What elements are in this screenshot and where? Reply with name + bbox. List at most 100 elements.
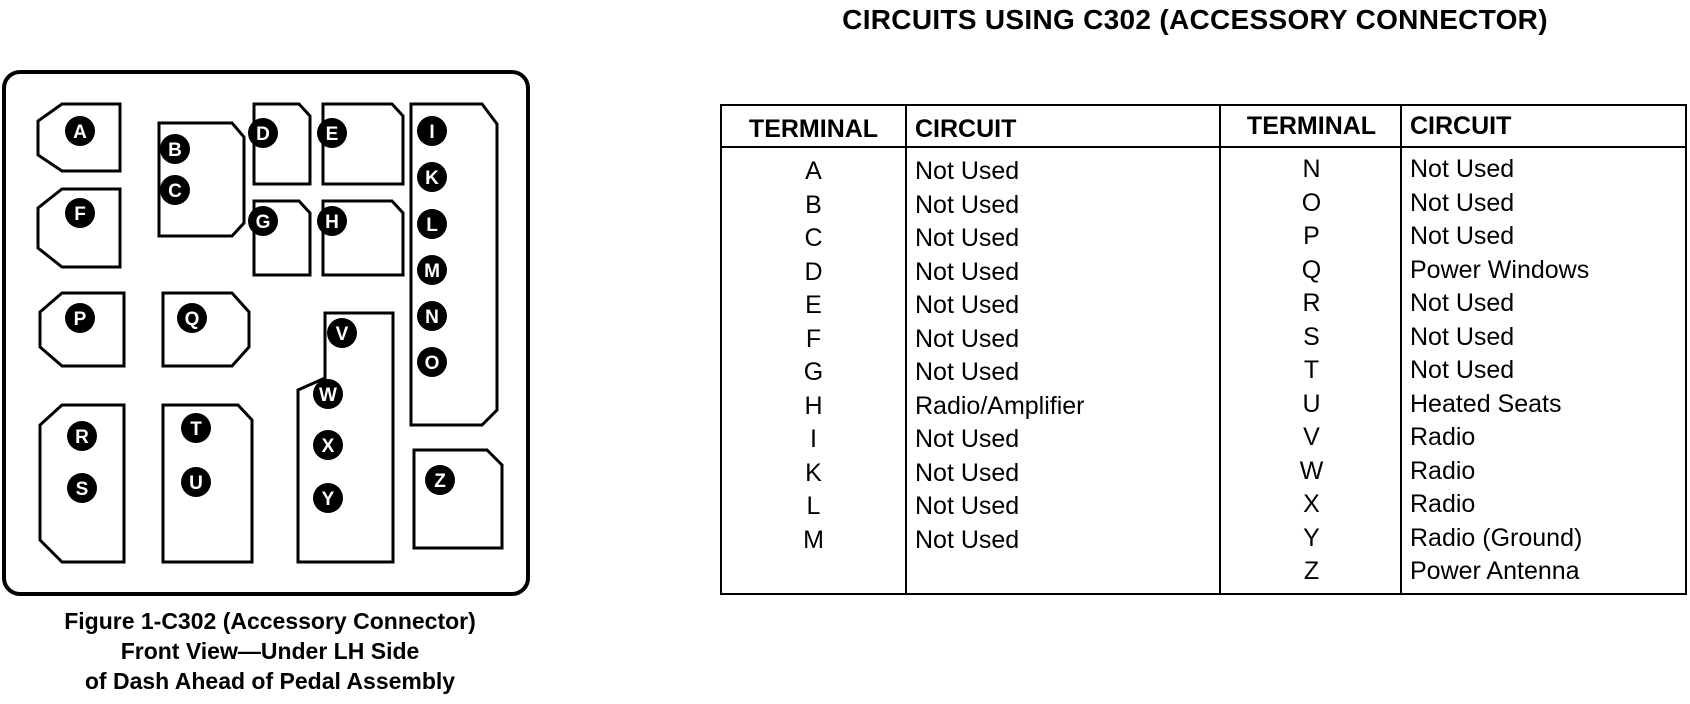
terminal-cell: H [804, 391, 823, 420]
pin-i: I [417, 116, 447, 146]
terminal-cell: R [1302, 289, 1321, 317]
circuit-cell: Power Windows [1410, 255, 1590, 284]
pin-l: L [417, 209, 447, 239]
pin-label: R [75, 427, 89, 448]
terminal-cell: S [1303, 322, 1320, 351]
terminal-cell: Z [1303, 557, 1320, 585]
terminal-cell: Y [1303, 523, 1320, 552]
pin-m: M [417, 255, 447, 285]
pin-marker [65, 116, 95, 146]
circuit-cell: Not Used [1410, 155, 1515, 183]
pin-label: Z [434, 471, 446, 492]
pin-s: S [67, 473, 97, 503]
circuit-cell: Not Used [1410, 322, 1515, 351]
pin-p: P [65, 303, 95, 333]
circuit-cell: Not Used [1410, 222, 1515, 250]
pin-marker [317, 118, 347, 148]
caption-line: Front View—Under LH Side [120, 638, 420, 664]
circuit-cell: Not Used [1410, 356, 1515, 384]
circuit-cell: Power Antenna [1410, 557, 1580, 585]
pin-label: Y [322, 489, 335, 510]
cavity-g [252, 199, 312, 277]
pin-k: K [417, 162, 447, 192]
circuit-cell: Radio [1410, 456, 1476, 485]
terminal-cell: Q [1301, 255, 1322, 284]
pin-label: W [319, 385, 337, 406]
pin-b: B [160, 134, 190, 164]
pin-label: U [189, 473, 203, 494]
pin-marker [417, 209, 447, 239]
pin-label: E [326, 124, 339, 145]
pin-a: A [65, 116, 95, 146]
pin-label: H [325, 212, 339, 233]
pin-o: O [417, 347, 447, 377]
pin-marker [417, 255, 447, 285]
pin-label: F [74, 204, 86, 225]
pin-label: N [425, 307, 439, 328]
pin-marker [248, 206, 278, 236]
circuit-cell: Not Used [915, 190, 1020, 219]
pin-w: W [313, 379, 343, 409]
caption-line: Figure 1-C302 (Accessory Connector) [64, 608, 476, 634]
circuit-cell: Radio (Ground) [1410, 523, 1583, 552]
pin-label: K [425, 168, 439, 189]
terminal-header: TERMINAL [722, 106, 905, 148]
circuit-cell: Not Used [1410, 289, 1515, 317]
pin-y: Y [313, 483, 343, 513]
terminal-cell: G [803, 358, 824, 386]
circuit-cell: Not Used [915, 525, 1020, 554]
terminal-cell: P [1303, 222, 1320, 250]
terminal-cell: F [805, 324, 822, 353]
pin-label: C [168, 181, 182, 202]
pin-label: I [429, 122, 434, 143]
pin-label: X [322, 436, 335, 457]
caption-line: of Dash Ahead of Pedal Assembly [84, 668, 456, 694]
circuit-cell: Radio/Amplifier [915, 391, 1085, 420]
circuit-cell: Not Used [915, 458, 1020, 487]
circuit-cell: Not Used [915, 257, 1020, 286]
pin-h: H [317, 206, 347, 236]
pin-c: C [160, 175, 190, 205]
pin-label: T [190, 419, 202, 440]
connector-body [2, 70, 530, 596]
pin-e: E [317, 118, 347, 148]
terminal-cell: X [1303, 490, 1320, 518]
circuit-cell: Not Used [915, 291, 1020, 319]
pin-marker [313, 430, 343, 460]
circuit-cell: Not Used [915, 425, 1020, 453]
pin-label: V [336, 324, 349, 345]
pin-marker [65, 303, 95, 333]
pin-marker [248, 118, 278, 148]
pin-label: B [168, 140, 182, 161]
circuit-cell: Not Used [1410, 188, 1515, 217]
terminal-cell: B [805, 190, 822, 219]
circuit-cell: Not Used [915, 224, 1020, 252]
cavity-a [36, 102, 122, 173]
pin-u: U [181, 467, 211, 497]
pin-marker [313, 379, 343, 409]
pin-label: P [74, 309, 87, 330]
pin-marker [181, 467, 211, 497]
circuit-cell: Radio [1410, 423, 1476, 451]
pin-marker [417, 301, 447, 331]
pin-label: S [76, 479, 89, 500]
pin-marker [313, 483, 343, 513]
terminal-cell: E [805, 291, 822, 319]
circuit-cell: Heated Seats [1410, 389, 1562, 418]
pin-z: Z [425, 465, 455, 495]
cavity-e [321, 102, 405, 186]
circuit-cell: Not Used [915, 358, 1020, 386]
cavity-vy [296, 311, 395, 564]
figure-caption: Figure 1-C302 (Accessory Connector) Fron… [0, 606, 540, 696]
pin-f: F [65, 198, 95, 228]
pin-marker [317, 206, 347, 236]
pin-label: G [256, 212, 271, 233]
pin-label: O [425, 353, 440, 374]
terminal-header: TERMINAL [1221, 106, 1402, 148]
terminal-cell: K [805, 458, 822, 487]
cavity-bc [157, 121, 246, 238]
